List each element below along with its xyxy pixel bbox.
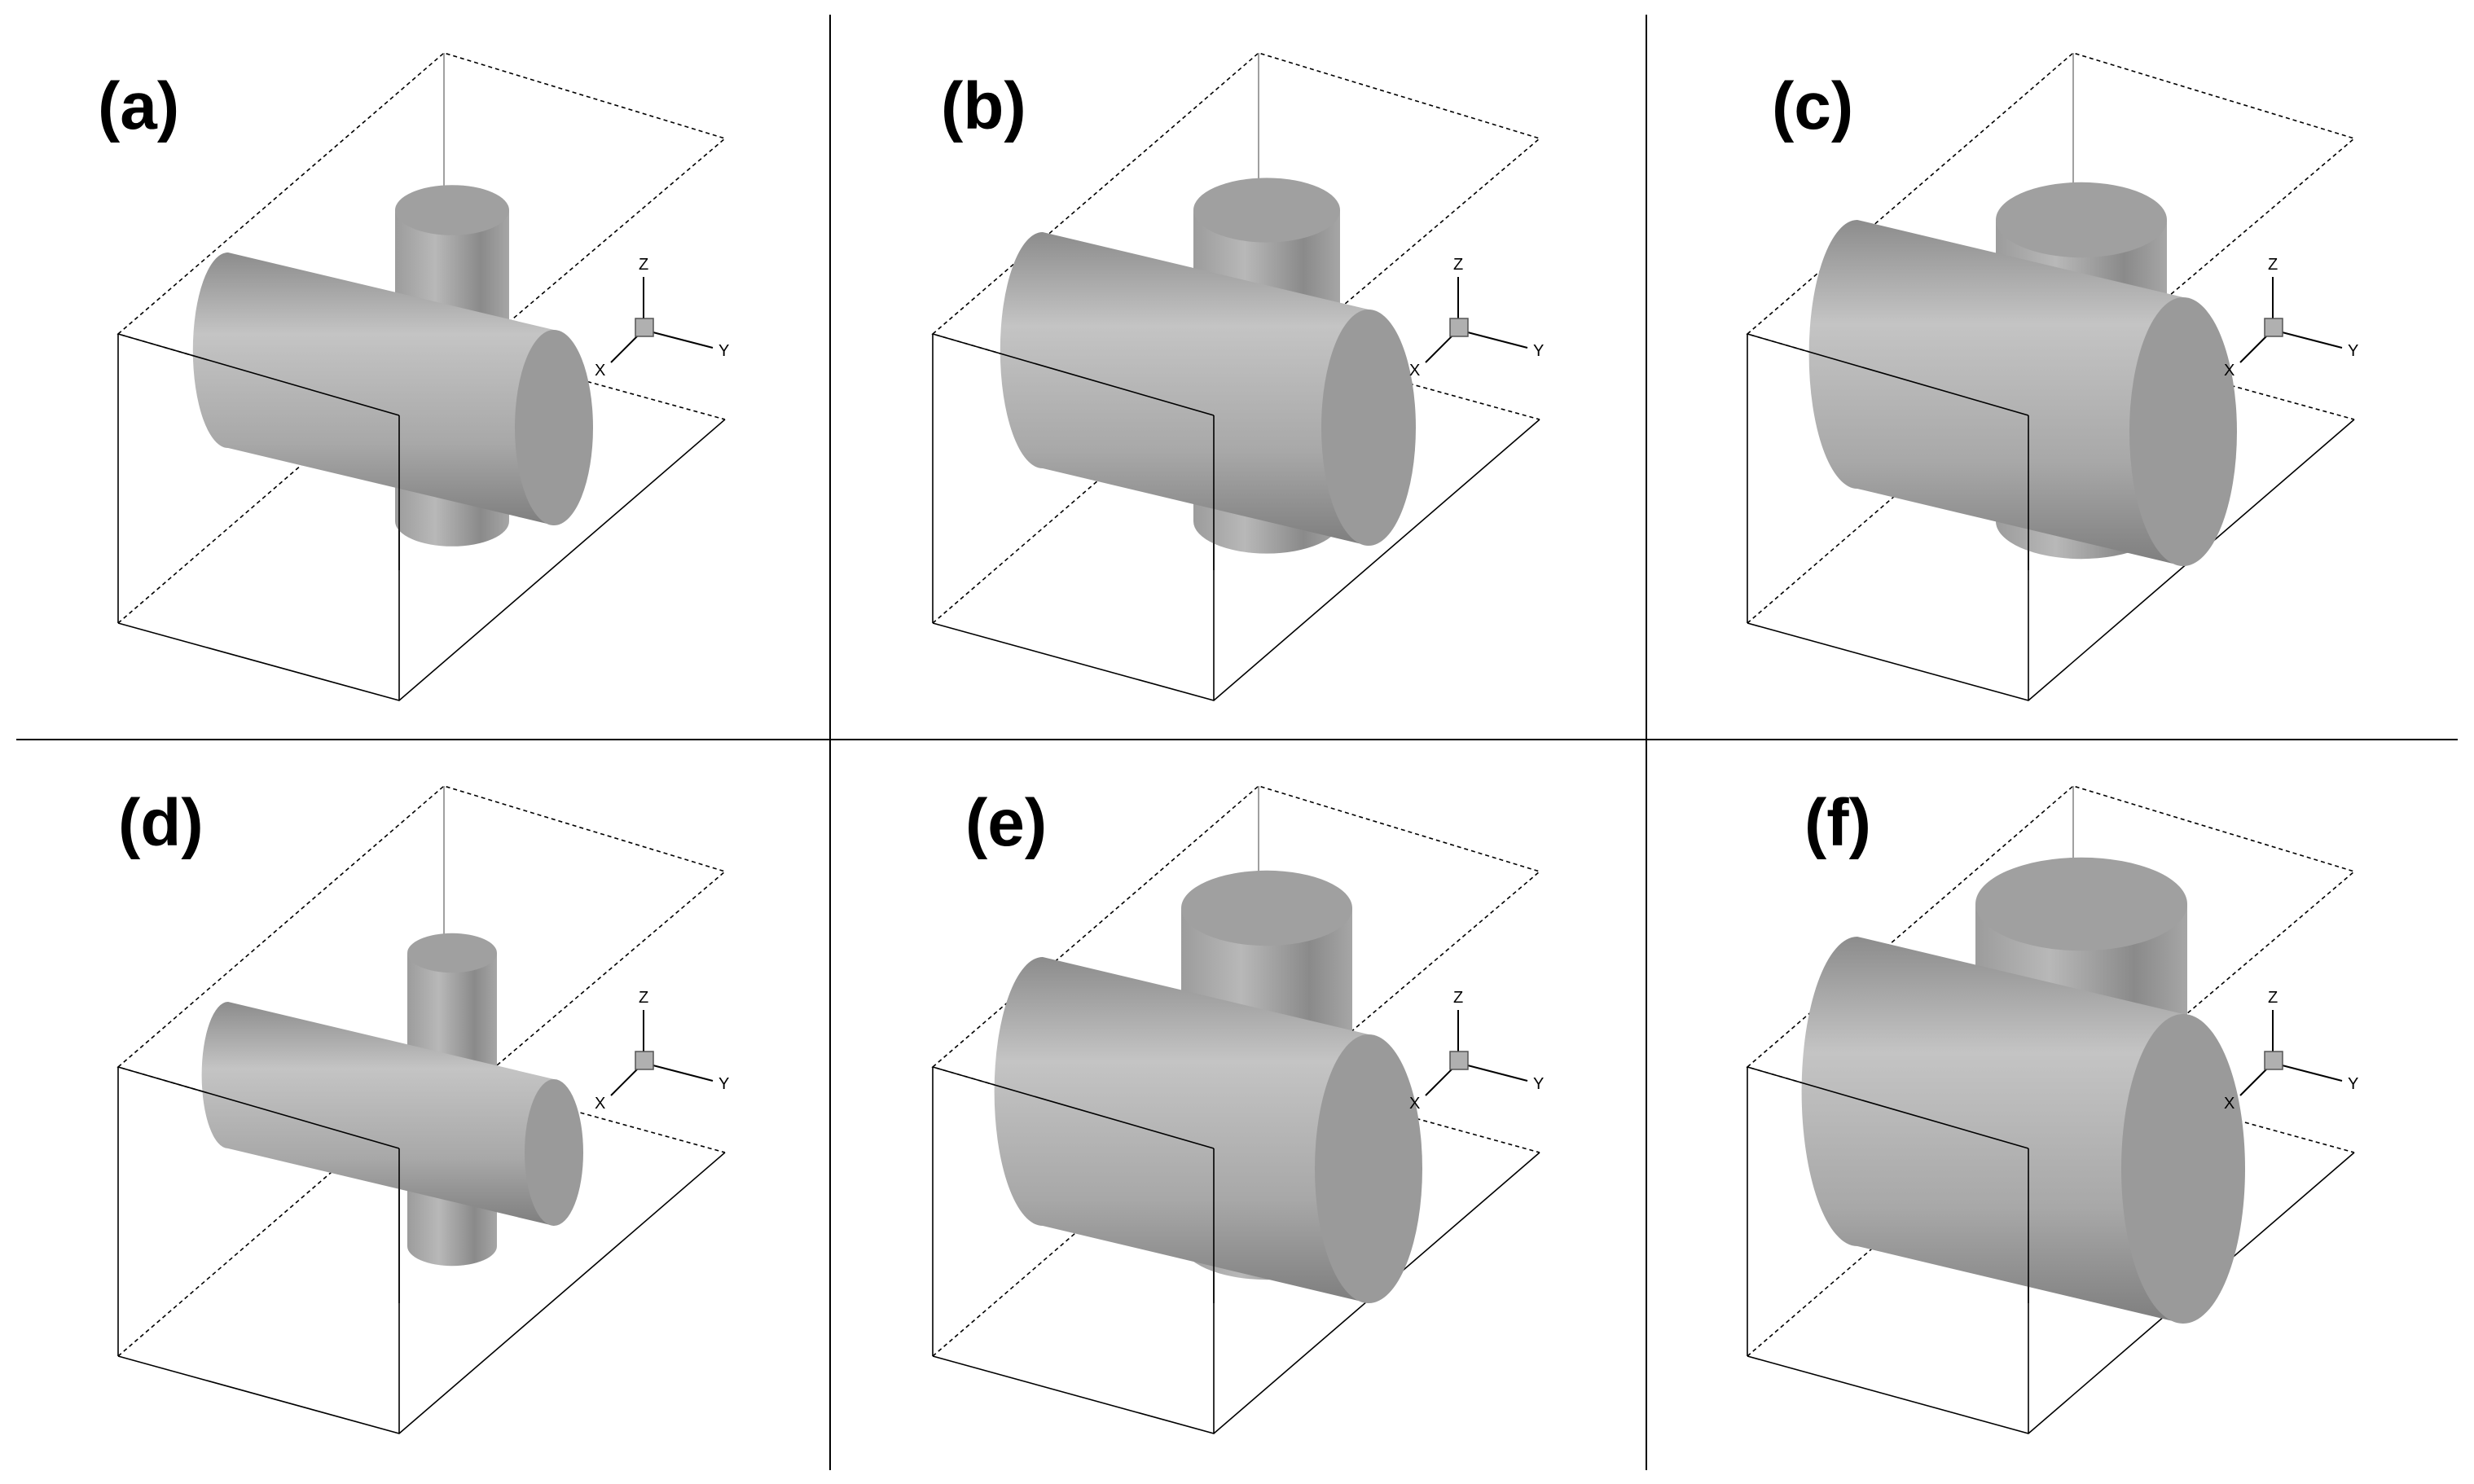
axis-triad: Z Y X <box>1409 989 1544 1113</box>
panel-f: (f) Z Y X <box>1746 785 2358 1434</box>
vertical-cylinder-cap <box>1181 870 1352 946</box>
y-axis-line <box>1457 329 1528 349</box>
horizontal-cylinder-cap <box>515 330 593 525</box>
horizontal-cylinder <box>994 957 1422 1303</box>
y-axis-label: Y <box>2348 1075 2358 1093</box>
horizontal-cylinder <box>1808 220 2237 566</box>
horizontal-cylinder-body <box>192 252 554 525</box>
horizontal-cylinder-cap <box>1315 1034 1422 1303</box>
x-axis-label: X <box>1409 362 1420 380</box>
horizontal-cylinder-body <box>201 1002 555 1226</box>
box-top-front-edge <box>932 1066 1215 1149</box>
panel-b: (b) Z Y X <box>931 52 1544 701</box>
panel-e: (e) Z Y X <box>931 785 1544 1434</box>
panels-layer: (a) Z Y X (b) Z Y X (c) Z Y X (d) Z Y X (e) Z Y X (f) Z Y X <box>98 52 2358 1434</box>
y-axis-label: Y <box>1533 342 1544 360</box>
z-axis-label: Z <box>639 256 648 274</box>
box-overlay-edges <box>1747 1066 2029 1303</box>
y-axis-line <box>643 1062 714 1082</box>
vertical-cylinder-cap <box>1996 182 2167 258</box>
triad-cube-icon <box>1449 318 1469 337</box>
vertical-cylinder-cap <box>395 185 509 235</box>
horizontal-cylinder-cap <box>2129 297 2237 566</box>
horizontal-cylinder-body <box>1808 220 2183 566</box>
triad-cube-icon <box>635 318 654 337</box>
horizontal-cylinder <box>201 1002 583 1226</box>
horizontal-cylinder <box>1801 937 2245 1324</box>
horizontal-cylinder <box>192 252 593 525</box>
panel-d: (d) Z Y X <box>116 785 729 1434</box>
axis-triad: Z Y X <box>595 989 729 1113</box>
triad-cube-icon <box>2264 1051 2283 1070</box>
horizontal-cylinder-cap <box>1321 310 1416 546</box>
box-bottom-back-edges <box>1747 1074 2355 1357</box>
triad-cube-icon <box>1449 1051 1469 1070</box>
axis-triad: Z Y X <box>2224 256 2358 380</box>
panel-c: (c) Z Y X <box>1746 52 2358 701</box>
vertical-cylinder-cap <box>1193 178 1340 243</box>
z-axis-label: Z <box>2268 989 2278 1007</box>
panel-label: (a) <box>98 69 179 143</box>
y-axis-label: Y <box>718 342 729 360</box>
x-axis-label: X <box>595 362 605 380</box>
axis-triad: Z Y X <box>2224 989 2358 1113</box>
vertical-cylinder-cap <box>1975 857 2187 951</box>
horizontal-cylinder-cap <box>2121 1014 2245 1324</box>
panel-label: (b) <box>941 69 1026 143</box>
panel-label: (d) <box>118 786 204 860</box>
x-axis-label: X <box>1409 1095 1420 1113</box>
box-top-front-edge <box>932 333 1215 416</box>
z-axis-label: Z <box>1453 256 1463 274</box>
horizontal-cylinder-body <box>1000 232 1369 546</box>
axis-triad: Z Y X <box>1409 256 1544 380</box>
y-axis-label: Y <box>2348 342 2358 360</box>
x-axis-label: X <box>2224 362 2235 380</box>
z-axis-label: Z <box>639 989 648 1007</box>
box-bottom-back-edges <box>932 341 1540 624</box>
panel-a: (a) Z Y X <box>98 52 729 701</box>
y-axis-line <box>2272 329 2343 349</box>
triad-cube-icon <box>2264 318 2283 337</box>
vertical-cylinder-cap <box>407 933 497 973</box>
y-axis-label: Y <box>718 1075 729 1093</box>
panel-dividers <box>16 15 2458 1470</box>
box-overlay-edges <box>932 333 1215 570</box>
box-top-front-edge <box>117 333 400 416</box>
box-bottom-back-edges <box>1747 341 2355 624</box>
triad-cube-icon <box>635 1051 654 1070</box>
box-top-front-edge <box>1747 1066 2029 1149</box>
box-bottom-back-edges <box>117 341 726 624</box>
horizontal-cylinder <box>1000 232 1416 546</box>
x-axis-label: X <box>595 1095 605 1113</box>
panel-label: (e) <box>965 786 1047 860</box>
box-overlay-edges <box>1747 333 2029 570</box>
panel-label: (f) <box>1804 786 1871 860</box>
horizontal-cylinder-cap <box>525 1079 583 1226</box>
horizontal-cylinder-body <box>1801 937 2183 1324</box>
y-axis-line <box>2272 1062 2343 1082</box>
z-axis-label: Z <box>1453 989 1463 1007</box>
x-axis-label: X <box>2224 1095 2235 1113</box>
panel-label: (c) <box>1772 69 1853 143</box>
box-top-front-edge <box>117 1066 400 1149</box>
z-axis-label: Z <box>2268 256 2278 274</box>
y-axis-line <box>643 329 714 349</box>
y-axis-line <box>1457 1062 1528 1082</box>
box-overlay-edges <box>117 333 400 570</box>
box-overlay-edges <box>932 1066 1215 1303</box>
box-bottom-back-edges <box>932 1074 1540 1357</box>
box-bottom-back-edges <box>117 1074 726 1357</box>
box-overlay-edges <box>117 1066 400 1303</box>
box-top-front-edge <box>1747 333 2029 416</box>
y-axis-label: Y <box>1533 1075 1544 1093</box>
horizontal-cylinder-body <box>994 957 1369 1303</box>
axis-triad: Z Y X <box>595 256 729 380</box>
